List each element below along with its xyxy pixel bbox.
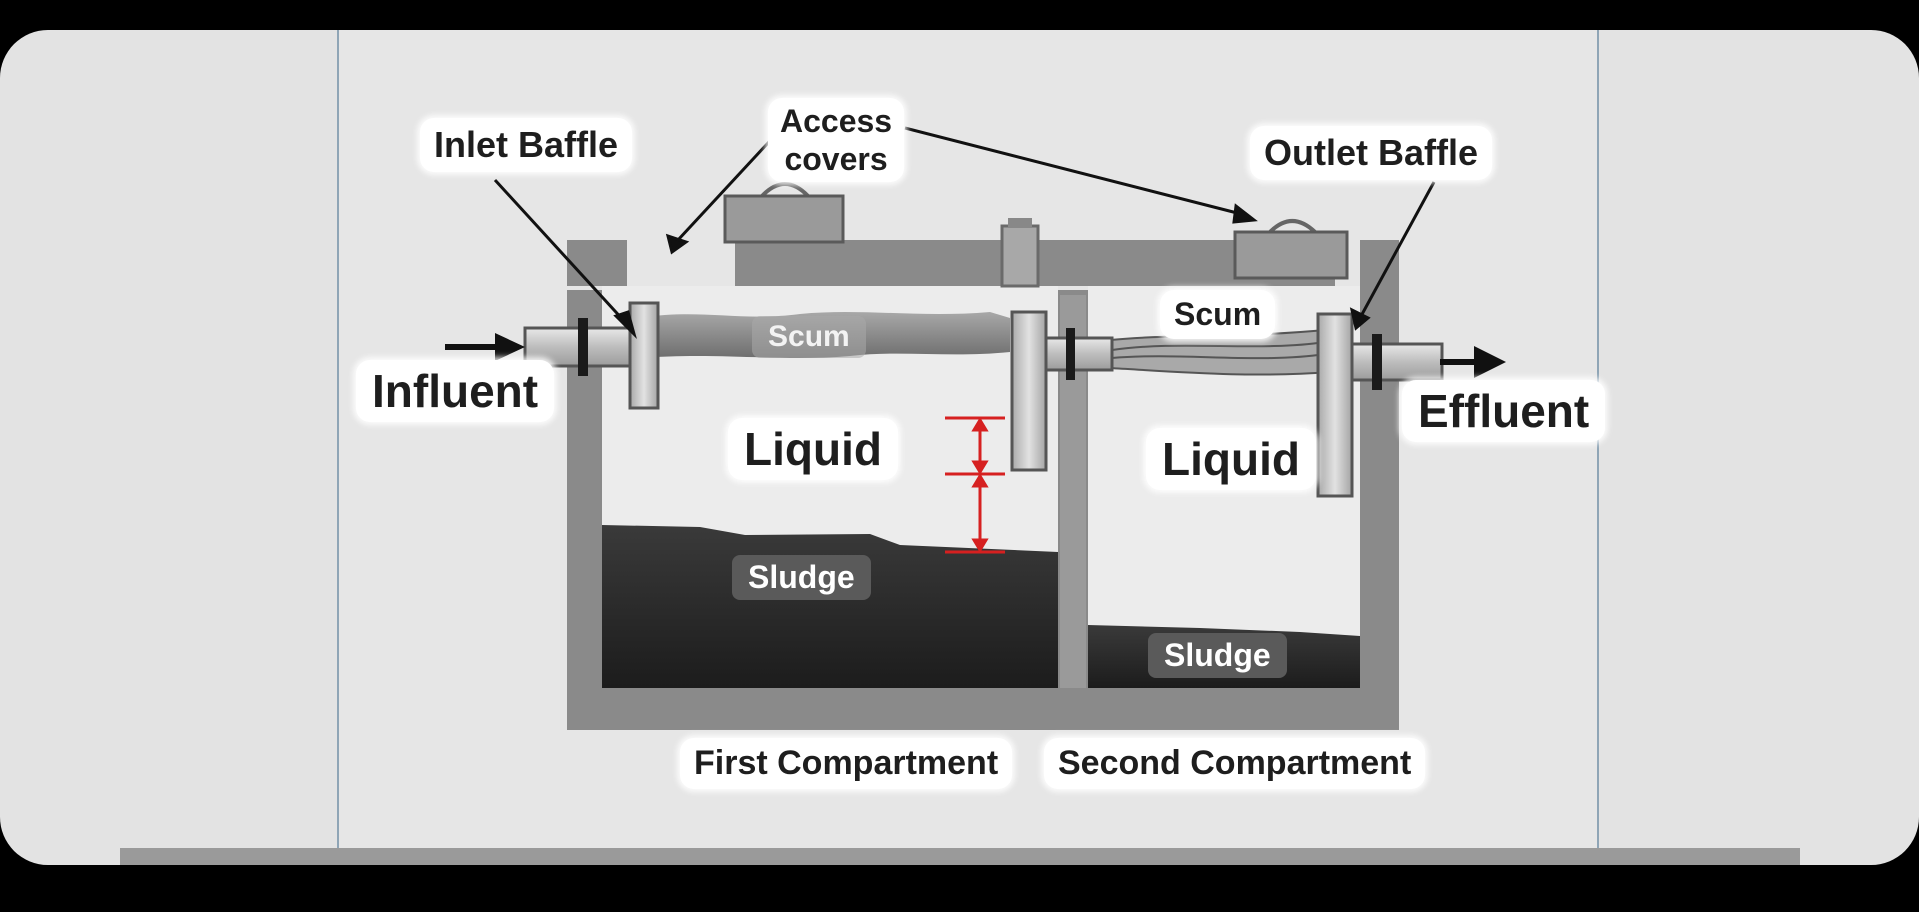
leader-lines bbox=[493, 126, 1436, 340]
access-cover-handle-right bbox=[1268, 219, 1317, 234]
riser-middle-cap bbox=[1008, 218, 1032, 228]
sludge-first-compartment bbox=[602, 525, 1058, 688]
access-cover-leader-right bbox=[904, 126, 1246, 217]
outlet-baffle bbox=[1316, 312, 1354, 498]
inlet-pipe-collar bbox=[578, 318, 588, 376]
inlet-baffle-label: Inlet Baffle bbox=[420, 118, 633, 172]
sludge-clearance-marker bbox=[945, 416, 1005, 554]
tank-right-wall bbox=[1360, 240, 1399, 730]
tank-left-wall-top bbox=[567, 240, 627, 286]
access-covers-label: Access covers bbox=[768, 98, 905, 182]
influent-label: Influent bbox=[356, 360, 555, 422]
effluent-arrow bbox=[1440, 346, 1506, 378]
liquid-first-label: Liquid bbox=[728, 418, 898, 480]
transfer-pipe bbox=[1038, 336, 1114, 372]
access-cover-right bbox=[1233, 230, 1349, 280]
scum-second-label: Scum bbox=[1160, 290, 1276, 339]
outlet-baffle-label: Outlet Baffle bbox=[1250, 126, 1493, 180]
transfer-pipe-collar bbox=[1066, 328, 1075, 380]
outlet-pipe-collar bbox=[1372, 334, 1382, 390]
influent-arrow bbox=[445, 333, 525, 361]
access-cover-left bbox=[723, 194, 845, 244]
second-compartment-label: Second Compartment bbox=[1044, 738, 1426, 789]
inlet-baffle-leader bbox=[493, 178, 627, 324]
scum-first-label: Scum bbox=[752, 316, 866, 358]
access-covers bbox=[723, 182, 1349, 288]
tank-floor bbox=[567, 688, 1399, 730]
effluent-label: Effluent bbox=[1402, 380, 1606, 442]
access-cover-leader-left bbox=[676, 128, 782, 242]
inlet-baffle bbox=[628, 301, 660, 410]
outlet-baffle-leader bbox=[1358, 181, 1436, 319]
riser-middle bbox=[1000, 224, 1040, 288]
frame-bottom-edge bbox=[120, 848, 1800, 865]
sludge-first-label: Sludge bbox=[732, 555, 871, 600]
middle-baffle bbox=[1010, 310, 1048, 472]
sludge-second-label: Sludge bbox=[1148, 633, 1287, 678]
liquid-second-label: Liquid bbox=[1146, 428, 1316, 490]
access-cover-handle-left bbox=[760, 182, 810, 198]
scum-second-streaks bbox=[1111, 341, 1326, 360]
first-compartment-label: First Compartment bbox=[680, 738, 1013, 789]
